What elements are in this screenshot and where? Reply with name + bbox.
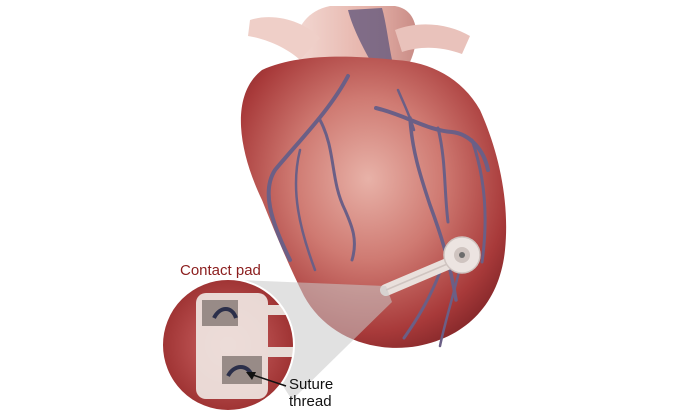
contact-pad-label: Contact pad (180, 262, 261, 279)
implanted-device (380, 236, 481, 296)
suture-label-line-2: thread (289, 393, 332, 410)
suture-pointer-arrow (246, 372, 287, 387)
great-vessels (248, 6, 470, 62)
suture-thread-label: Suture thread (289, 376, 359, 410)
suture-label-line-1: Suture (289, 376, 334, 393)
